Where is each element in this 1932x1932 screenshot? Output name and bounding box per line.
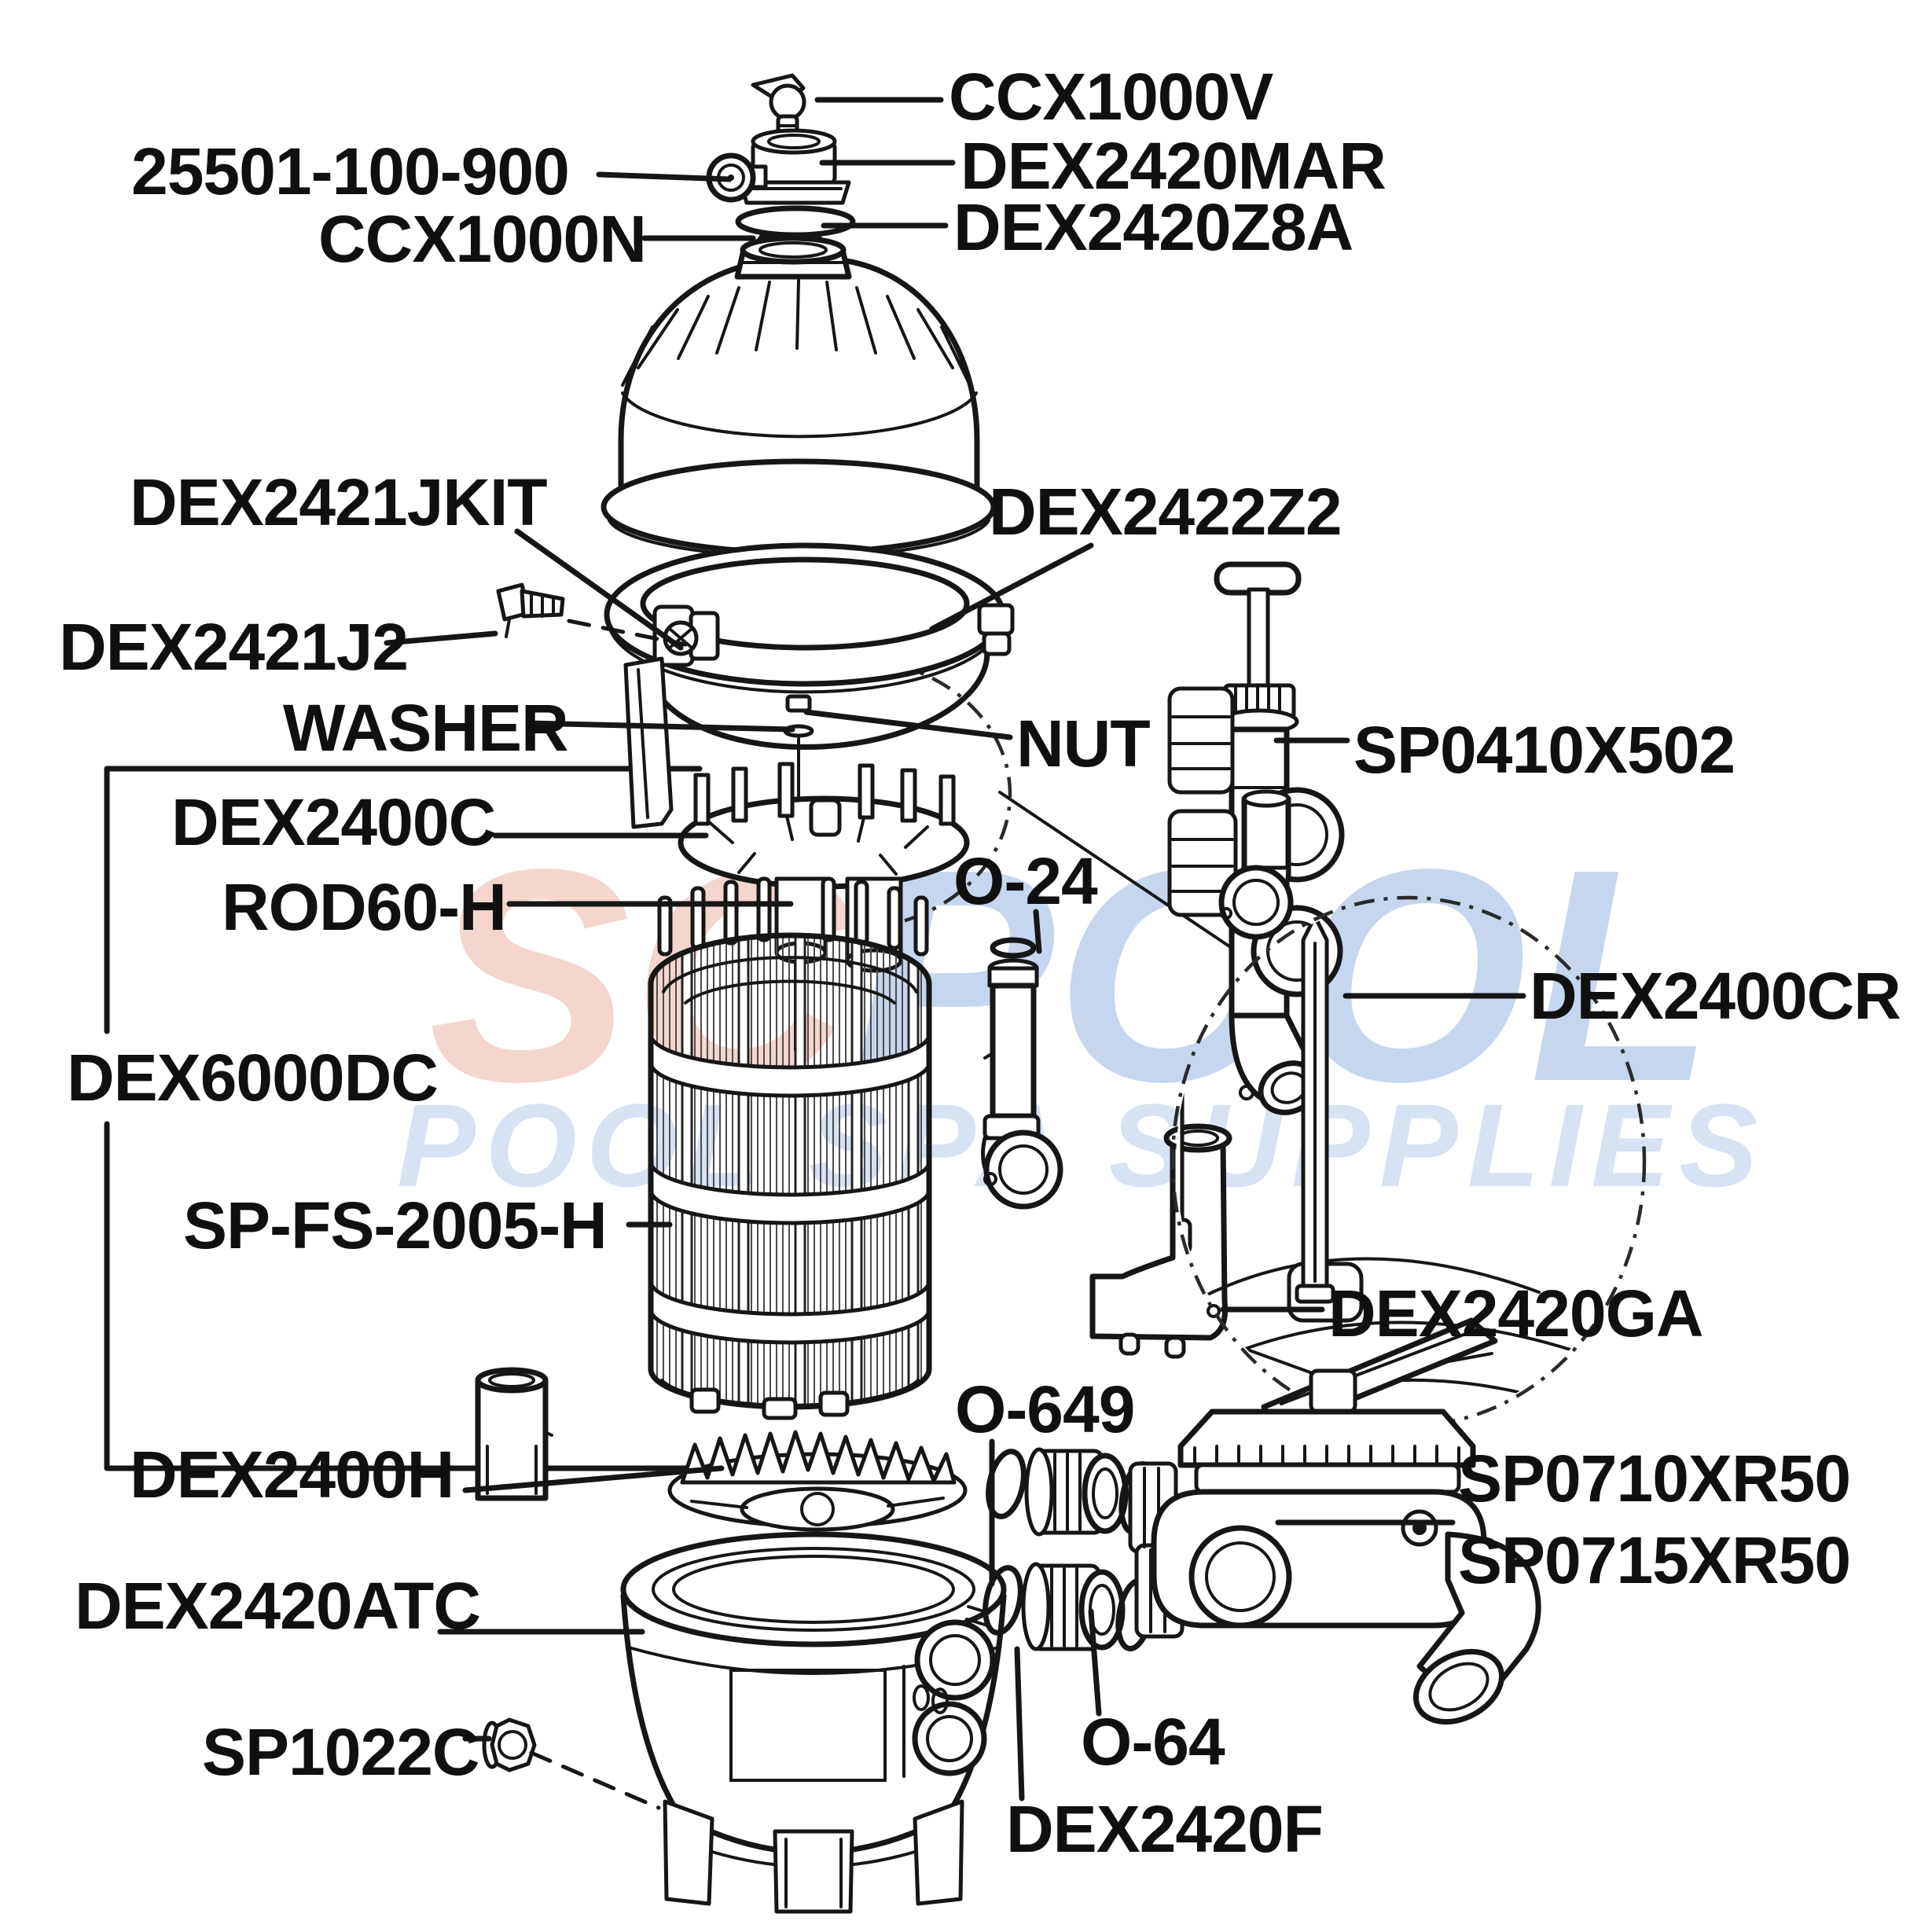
drain-plug-art [482,1717,537,1772]
brand-watermark-tagline: POOL SPA SUPPLIES [397,1079,1768,1211]
standpipe-art [981,937,1063,1210]
part-label-dex2420f: DEX2420F [1006,1792,1323,1866]
bottom-tank-art [620,1531,1007,1914]
elbow-pipe-upper-art [1218,789,1294,940]
lid-oring-art [735,205,856,238]
part-label-sp1022c: SP1022C [202,1715,479,1789]
washer-leader-line [525,720,795,733]
part-label-nut: NUT [1016,707,1150,781]
grid-feet [689,1387,850,1420]
clamp-bolt-art [496,582,565,638]
o64-leader-line [1088,1608,1102,1717]
part-label-ccx1000v: CCX1000V [949,60,1273,134]
bottom-manifold-art [667,1430,968,1532]
filter-dome-art [601,235,997,559]
part-label-dex6000dc: DEX6000DC [67,1041,438,1115]
part-label-dex2400cr: DEX2400CR [1530,959,1901,1033]
part-label-dex2421j2: DEX2421J2 [59,610,408,684]
part-label-o649: O-649 [955,1372,1134,1446]
part-label-dex2421jkit: DEX2421JKIT [130,465,547,539]
part-label-dex2422z2: DEX2422Z2 [989,475,1342,549]
dex2400h-leader-line [462,1465,725,1493]
part-label-sp0410x502: SP0410X502 [1354,713,1735,787]
part-label-dex2420ga: DEX2420GA [1328,1276,1703,1350]
part-label-sp0715xr50: SP0715XR50 [1458,1523,1850,1597]
dex2421j2-dash-leader-line [567,619,688,647]
part-label-washer: WASHER [283,691,568,765]
part-label-spfs2005h: SP-FS-2005-H [183,1188,607,1262]
part-label-o24: O-24 [953,844,1098,918]
drain-tube-art [475,1367,553,1501]
dex2421j2-leader-line [384,630,498,646]
dex2421jkit-leader-line [514,528,684,651]
part-label-dex2400c: DEX2400C [171,785,495,859]
clamp-ring-art [604,542,1015,829]
grid-horizontal-bands [651,1034,929,1345]
sp1022c-dash-leader-line [529,1750,661,1810]
part-label-dex2420atc: DEX2420ATC [75,1569,480,1643]
manifold-reference-arc [848,656,1012,931]
part-label-o64: O-64 [1081,1705,1225,1779]
labels-layer: CCX1000V 25501-100-900 DEX2420MAR CCX1000N D… [59,60,1901,1866]
dex2420f-leader-line [1014,1646,1025,1802]
part-label-dex2420z8a: DEX2420Z8A [953,190,1353,264]
elbow-pipe-lower-art [1089,1123,1232,1359]
part-label-dex2420mar: DEX2420MAR [960,129,1386,203]
air-relief-valve-art [751,73,806,139]
part-label-p25501: 25501-100-900 [131,134,569,208]
o24-leader-line [1033,909,1042,954]
dex2422z2-leader-line [929,542,1094,632]
part-label-dex2400h: DEX2400H [130,1438,454,1511]
part-label-rod60h: ROD60-H [222,870,506,944]
part-label-sp0710xr50: SP0710XR50 [1458,1442,1850,1515]
part-label-ccx1000n: CCX1000N [318,202,646,276]
grid-assembly-art [648,876,932,1420]
detail-connector-line [998,791,1236,951]
p25501-leader-line [596,171,733,182]
nut-leader-line [803,709,1013,740]
